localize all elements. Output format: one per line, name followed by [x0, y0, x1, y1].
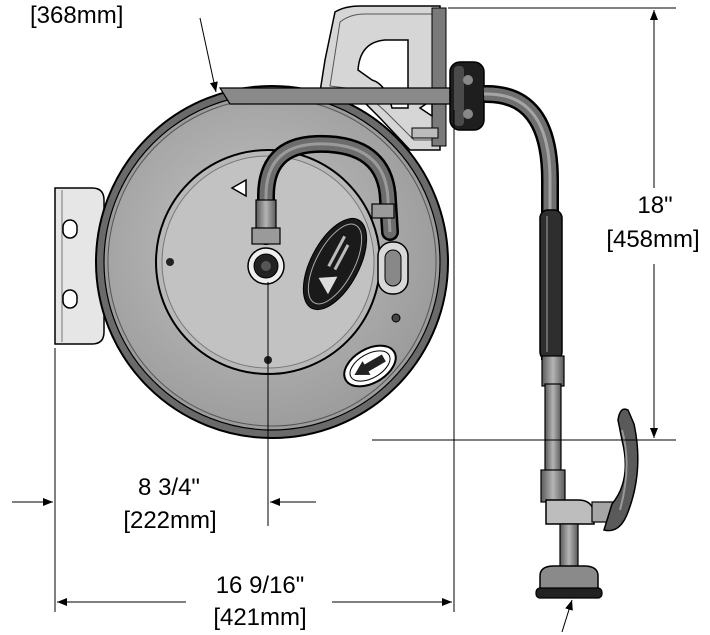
dim-height-imperial: 18" [620, 192, 690, 219]
dimension-lines [12, 7, 676, 633]
dim-width-metric: [421mm] [190, 604, 330, 631]
external-hose [483, 84, 563, 361]
dim-offset-imperial: 8 3/4" [138, 474, 200, 501]
latch-knob [377, 241, 409, 295]
dim-offset-metric: [222mm] [123, 507, 217, 534]
lock-arrow-window [343, 344, 397, 388]
dim-height-metric: [458mm] [596, 226, 710, 253]
mount-arm [218, 61, 485, 131]
drum-hose [247, 134, 399, 285]
dim-top-left-metric: [368mm] [30, 2, 124, 29]
dim-width-imperial: 16 9/16" [190, 572, 330, 599]
left-mount-bracket [54, 187, 105, 345]
spray-valve [535, 355, 639, 599]
warning-label [302, 217, 368, 311]
